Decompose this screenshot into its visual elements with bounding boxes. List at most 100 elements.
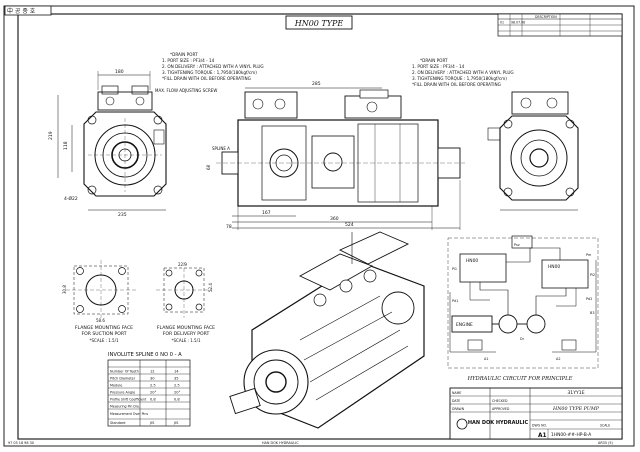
title-block-model: HN00 TYPE PUMP [552, 406, 600, 412]
spline-row-val: JIS [149, 421, 155, 425]
spline-row-val: 12 [150, 370, 155, 374]
spline-row-label: Standard [110, 421, 125, 425]
circuit-engine-label: ENGINE [456, 322, 473, 328]
spline-row-label: Measuring Pin Dia. [110, 405, 140, 409]
title-block-size: A1 [538, 433, 547, 439]
spline-row-label: Measurement Over Pins [110, 412, 148, 416]
side-spline-label: SPLINE A [212, 146, 230, 151]
revision-row-no: 01 [500, 21, 504, 25]
spline-row-val: 0.8 [150, 398, 156, 402]
flange-delivery-subtitle: FOR DELIVERY PORT [163, 331, 210, 337]
circuit-port-pm: Pm [586, 253, 592, 257]
circuit-label-right: HN00 [548, 264, 560, 270]
company-logo-icon [456, 418, 468, 430]
flange-suction [66, 260, 136, 320]
title-banner-text: HN00 TYPE [294, 19, 344, 28]
right-note-line-1: *DRAIN PORT [420, 58, 448, 63]
front-dim-height: 219 [48, 131, 54, 140]
flange-delivery [156, 262, 212, 318]
title-block-cell: DWG NO. [532, 424, 547, 428]
front-dim-center: 118 [63, 141, 69, 150]
spline-table-title: INVOLUTE SPLINE 0 NO 0 - A [108, 352, 182, 358]
circuit-port-a2: A2 [556, 357, 560, 361]
left-note-line-3: 2. ON DELIVERY : ATTACHED WITH A VINYL P… [162, 64, 264, 69]
left-drain-note: *DRAIN PORT 1. PORT SIZE : PF3/4 - 14 2.… [162, 52, 264, 81]
left-note-line-2: 1. PORT SIZE : PF3/4 - 14 [162, 58, 215, 63]
circuit-port-pi1: Pi1 [452, 267, 457, 271]
spline-row-label: Number Of Teeth [110, 370, 139, 374]
flange-delivery-dim2: 52.4 [208, 283, 213, 292]
title-block: NAME DATE DRAWN CHECKED APPROVED 31YY1E … [449, 387, 623, 440]
pump-front-view [57, 71, 167, 211]
sheet-border-outer [3, 5, 635, 447]
front-dim-base: 235 [118, 212, 127, 218]
right-note-line-5: *FILL DRAIN WITH OIL BEFORE OPERATING [412, 82, 501, 87]
title-banner [285, 15, 353, 30]
title-block-company: HAN DOK HYDRAULIC [468, 420, 529, 426]
flange-delivery-title: FLANGE MOUNTING FACE [157, 325, 215, 331]
title-block-cell: SCALE [600, 424, 610, 428]
circuit-port-b3: B3 [590, 311, 594, 315]
title-block-part-no: 31YY1E [567, 390, 584, 396]
left-note-line-1: *DRAIN PORT [170, 52, 198, 57]
spline-row-label: Pitch Diameter [110, 377, 136, 381]
spline-row-label: Profile Shift Coefficient [110, 398, 147, 402]
flange-suction-dim2: 30.8 [62, 285, 67, 294]
spline-row-label: Pressure Angle [110, 391, 135, 395]
pump-isometric-view [229, 231, 425, 429]
spline-row-val: 20° [174, 391, 181, 395]
front-dim-holes: 4-Ø22 [64, 195, 78, 202]
flange-suction-dim: 58.6 [96, 318, 105, 323]
circuit-port-pd2: Pd2 [586, 297, 592, 301]
side-dim-360: 360 [330, 216, 339, 222]
title-block-cell: NAME [452, 391, 461, 395]
spline-row-val: 20° [150, 391, 157, 395]
spline-row-val: 2.5 [150, 384, 156, 388]
flange-suction-scale: *SCALE : 1.5/1 [90, 338, 119, 343]
flange-suction-subtitle: FOR SUCTION PORT [81, 331, 126, 337]
circuit-port-dr: Dr [520, 337, 525, 341]
footer-right-code: AR35 (5) [598, 441, 614, 445]
title-block-cell: DATE [452, 399, 460, 403]
spline-row-label: Module [110, 384, 122, 388]
side-dim-top: 285 [312, 81, 321, 87]
hydraulic-circuit [447, 235, 599, 369]
footer-left-code: 97 03 18 98 30 [8, 441, 34, 445]
right-drain-note: *DRAIN PORT 1. PORT SIZE : PF3/4 - 14 2.… [412, 58, 514, 87]
sheet-border-inner [17, 13, 623, 440]
title-block-drawing-no: 1HN00-##-HP-B-A [551, 432, 591, 438]
spline-row-val: 2.5 [174, 384, 180, 388]
spline-table: Number Of Teeth 12 14 Pitch Diameter 30 … [107, 359, 191, 427]
spline-row-val: 14 [174, 370, 179, 374]
footer-mid-text: HAN DOK HYDRAULIC [262, 441, 299, 445]
side-dim-68: 68 [206, 164, 211, 170]
corner-stamp [4, 5, 52, 16]
right-note-line-3: 2. ON DELIVERY : ATTACHED WITH A VINYL P… [412, 70, 514, 75]
right-note-line-4: 3. TIGHTENING TORQUE : 1,7950(180kgf/cm) [412, 76, 507, 81]
spline-row-val: JIS [173, 421, 179, 425]
spline-row-val: 30 [150, 377, 155, 381]
flange-delivery-scale: *SCALE : 1.5/1 [172, 338, 201, 343]
spline-row-val: 0.8 [174, 398, 180, 402]
title-block-cell: APPROVED [492, 407, 510, 411]
front-dim-width: 180 [115, 69, 124, 75]
revision-table: DESCRIPTION 01 98.07.08 [497, 13, 623, 37]
circuit-port-pi2: Pi2 [590, 273, 595, 277]
left-note-line-5: *FILL DRAIN WITH OIL BEFORE OPERATING [162, 76, 251, 81]
side-dim-524: 524 [345, 222, 354, 228]
right-note-line-2: 1. PORT SIZE : PF3/4 - 14 [412, 64, 465, 69]
left-note-line-4: 3. TIGHTENING TORQUE : 1,7950(180kgf/cm) [162, 70, 257, 75]
front-flow-screw-label: MAX. FLOW ADJUSTING SCREW [155, 88, 217, 93]
title-block-cell: CHECKED [492, 399, 508, 403]
corner-stamp-text: 中 공 중 호 [7, 7, 36, 15]
circuit-port-a1: A1 [484, 357, 488, 361]
flange-suction-title: FLANGE MOUNTING FACE [75, 325, 133, 331]
pump-side-view [216, 87, 465, 230]
revision-row-date: 98.07.08 [511, 21, 525, 25]
side-dim-167: 167 [262, 210, 271, 216]
spline-row-val: 35 [174, 377, 179, 381]
circuit-port-psv: Psv [514, 243, 520, 247]
side-dim-78: 78 [226, 224, 232, 230]
